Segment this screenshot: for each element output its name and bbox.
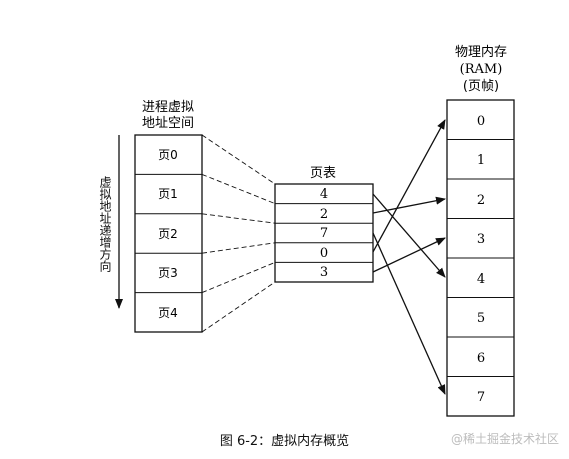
page-table-entry-4: 3 — [320, 265, 328, 280]
physical-memory-box — [446, 99, 515, 417]
page-table-entry-0: 4 — [320, 187, 328, 202]
arrow-entry-2 — [372, 196, 446, 214]
frame-label-2: 2 — [477, 193, 485, 208]
process-space-title-line2: 地址空间 — [142, 116, 194, 131]
frame-label-0: 0 — [477, 114, 485, 129]
physical-memory-title-line3: (页帧) — [463, 79, 499, 94]
page-table-entry-1: 2 — [320, 207, 328, 222]
frame-label-3: 3 — [477, 232, 485, 247]
process-pages-box — [134, 134, 203, 333]
frame-label-6: 6 — [477, 351, 485, 366]
figure-caption: 图 6-2：虚拟内存概览 — [219, 434, 350, 449]
page-label-0: 页0 — [158, 148, 178, 162]
direction-label: 虚拟地址递增方向 — [98, 176, 112, 272]
physical-memory-title-line1: 物理内存 — [455, 44, 507, 60]
page-table-entry-2: 7 — [320, 226, 328, 241]
frame-label-1: 1 — [477, 153, 485, 168]
watermark: @稀土掘金技术社区 — [450, 432, 559, 446]
page-label-4: 页4 — [158, 306, 178, 320]
page-table-box — [274, 183, 374, 283]
page-label-2: 页2 — [158, 227, 178, 241]
process-space-title-line1: 进程虚拟 — [142, 100, 194, 115]
page-table-entry-3: 0 — [320, 246, 328, 261]
frame-label-4: 4 — [477, 272, 485, 287]
arrow-entry-0 — [372, 119, 446, 253]
arrow-entry-3 — [372, 237, 446, 273]
page-label-1: 页1 — [158, 187, 178, 201]
physical-memory-title-line2: (RAM) — [460, 62, 503, 77]
page-table-title: 页表 — [310, 166, 336, 181]
page-label-3: 页3 — [158, 266, 178, 280]
dashed-connectors — [201, 134, 276, 333]
frame-label-5: 5 — [477, 311, 485, 326]
mapping-arrows — [372, 119, 446, 395]
arrow-entry-4 — [372, 193, 446, 278]
arrow-entry-7 — [372, 232, 446, 395]
frame-label-7: 7 — [477, 390, 485, 405]
